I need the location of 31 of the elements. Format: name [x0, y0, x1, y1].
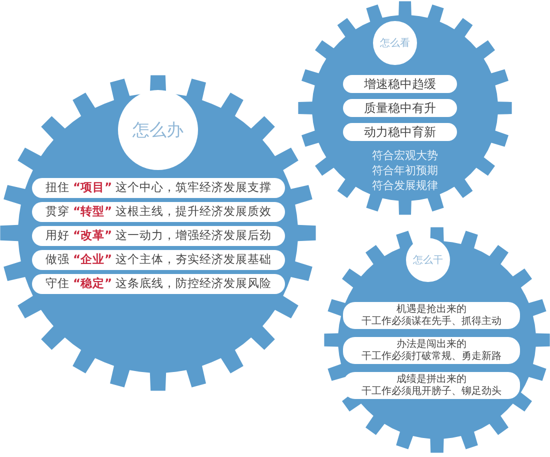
gear-text: 符合宏观大势	[371, 148, 439, 163]
text-pill	[32, 202, 285, 222]
heading-text: 怎么看	[379, 36, 411, 50]
text-pill	[343, 372, 520, 399]
text-pill	[343, 99, 457, 117]
pill-text: 贯穿 “转型” 这根主线，提升经济发展质效	[45, 205, 272, 219]
pill-text: 干工作必须打破常规、勇走新路	[362, 350, 502, 362]
text-pill	[32, 274, 285, 294]
pill-text: 用好 “改革” 这一动力，增强经济发展后劲	[45, 229, 272, 243]
text-pill	[343, 123, 457, 141]
heading-text: 怎么干	[412, 254, 444, 267]
pill-text: 成绩是拼出来的	[396, 374, 466, 386]
text-pill	[32, 226, 285, 246]
text-pill	[32, 250, 285, 270]
text-pill	[343, 302, 520, 329]
pill-text: 机遇是抢出来的	[396, 304, 466, 316]
pill-text: 干工作必须甩开膀子、铆足劲头	[362, 386, 502, 398]
pill-text: 动力稳中育新	[364, 125, 436, 139]
pill-text: 做强 “企业” 这个主体，夯实经济发展基础	[45, 253, 272, 267]
text-pill	[343, 75, 457, 93]
gear-text: 符合发展规律	[371, 178, 439, 193]
pill-text: 干工作必须谋在先手、抓得主动	[362, 316, 502, 328]
gear-text: 符合年初预期	[371, 163, 439, 178]
pill-text: 办法是闯出来的	[396, 338, 466, 350]
pill-text: 增速稳中趋缓	[364, 77, 436, 91]
text-pill	[32, 178, 285, 198]
pill-text: 守住 “稳定” 这条底线，防控经济发展风险	[45, 277, 272, 291]
pill-text: 质量稳中有升	[364, 101, 436, 115]
text-pill	[343, 337, 520, 364]
heading-text: 怎么办	[132, 120, 184, 142]
pill-text: 扭住 “项目” 这个中心，筑牢经济发展支撑	[45, 181, 272, 195]
